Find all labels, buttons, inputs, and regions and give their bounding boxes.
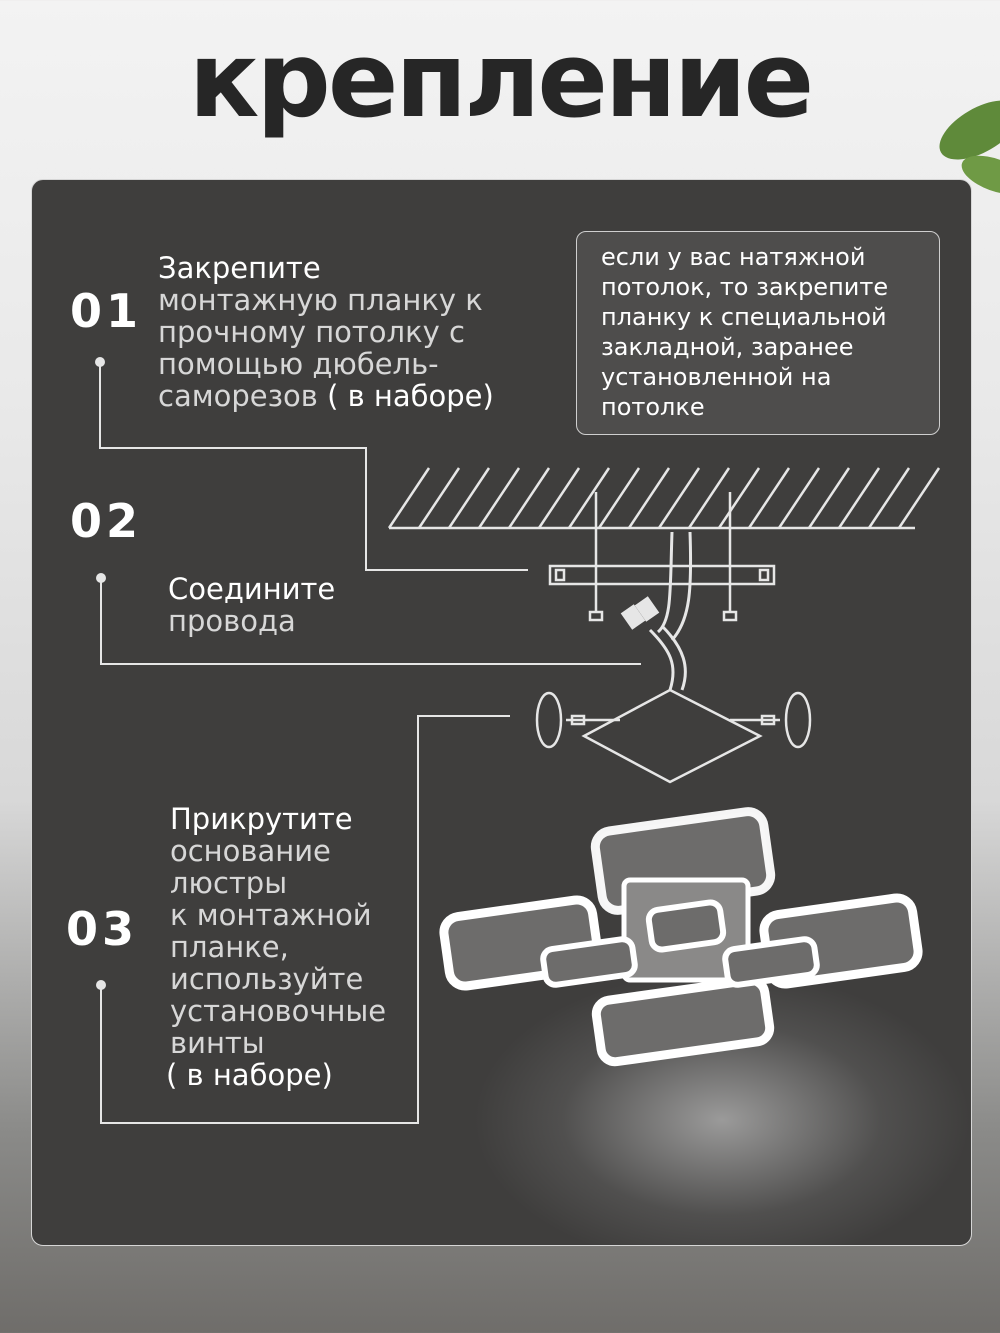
step-3-text: Прикрутите основание люстры к монтажной … (166, 802, 387, 1091)
step-2-dot (96, 573, 106, 583)
step-3-head: Прикрутите (170, 802, 353, 836)
step-1-line: монтажную планку к (158, 283, 483, 317)
step-1-connector (99, 362, 528, 571)
stretch-ceiling-note: если у вас натяжной потолок, то закрепит… (576, 231, 940, 435)
step-3-line: используйте (170, 962, 364, 996)
step-1-number: 01 (70, 284, 143, 338)
step-2-head: Соедините (168, 572, 336, 606)
step-3-line: винты (170, 1026, 265, 1060)
step-1-line: саморезов (158, 379, 318, 413)
step-3-line: люстры (170, 866, 288, 900)
step-3-number: 03 (66, 902, 139, 956)
step-1-tag: ( в наборе) (327, 379, 494, 413)
mounting-bracket-icon (548, 492, 776, 622)
ceiling-icon (387, 467, 941, 530)
step-2-text: Соедините провода (168, 573, 335, 637)
step-3-line: установочные (170, 994, 387, 1028)
leaf-decoration (939, 100, 1000, 195)
step-1-line: помощью дюбель- (158, 347, 439, 381)
step-1-head: Закрепите (158, 251, 321, 285)
step-1-dot (95, 357, 105, 367)
step-3-line: к монтажной (170, 898, 372, 932)
step-2-number: 02 (70, 494, 143, 548)
page-title: крепление (188, 19, 814, 141)
step-3-connector (100, 715, 510, 1124)
step-3-line: основание (170, 834, 331, 868)
step-2-line: провода (168, 604, 296, 638)
step-2-connector (100, 578, 641, 665)
step-1-line: прочному потолку с (158, 315, 465, 349)
step-3-line: планке, (170, 930, 289, 964)
chandelier-icon (439, 807, 923, 1067)
base-plate-icon (535, 688, 812, 784)
step-1-text: Закрепите монтажную планку к прочному по… (158, 252, 494, 412)
wires-icon (648, 531, 693, 691)
step-3-tag: ( в наборе) (166, 1058, 333, 1092)
wire-connector-icon (620, 596, 660, 630)
step-3-dot (96, 980, 106, 990)
